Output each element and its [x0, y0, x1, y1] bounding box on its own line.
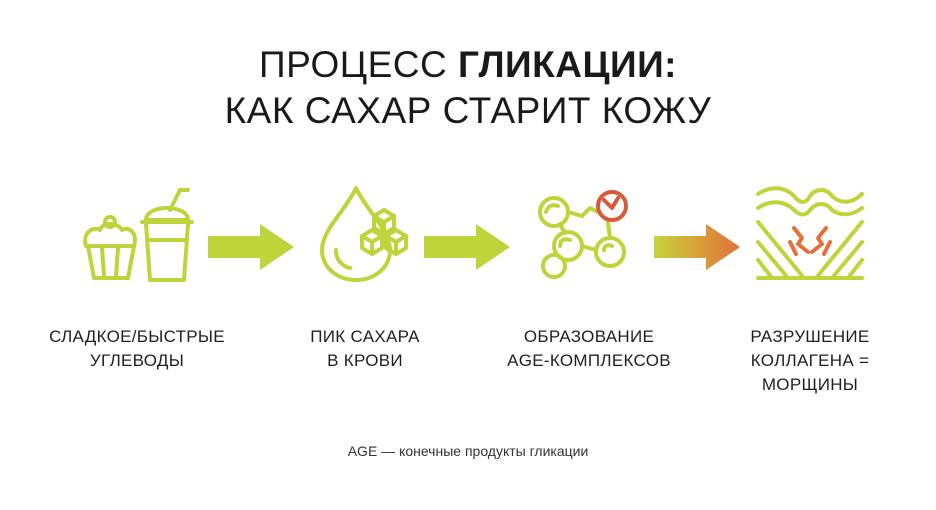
step-label-sweets: СЛАДКОЕ/БЫСТРЫЕ УГЛЕВОДЫ — [22, 325, 252, 373]
step-4-line-3: МОРЩИНЫ — [761, 375, 859, 394]
footnote: AGE — конечные продукты гликации — [347, 443, 589, 459]
title-line-2: КАК САХАР СТАРИТ КОЖУ — [224, 90, 712, 131]
step-3-line-2: AGE-КОМПЛЕКСОВ — [507, 351, 671, 370]
arrow-1-icon — [208, 224, 294, 270]
title-line-1: ПРОЦЕСС ГЛИКАЦИИ: — [0, 42, 936, 88]
title-normal-part: ПРОЦЕСС — [259, 44, 459, 85]
step-2-line-2: В КРОВИ — [327, 351, 403, 370]
arrow-3-icon — [654, 224, 740, 270]
age-molecule-icon — [538, 190, 628, 279]
step-1-line-2: УГЛЕВОДЫ — [89, 351, 185, 370]
step-1-line-1: СЛАДКОЕ/БЫСТРЫЕ — [49, 327, 225, 346]
diagram-title: ПРОЦЕСС ГЛИКАЦИИ: КАК САХАР СТАРИТ КОЖУ — [0, 42, 936, 134]
step-label-collagen-destruction: РАЗРУШЕНИЕ КОЛЛАГЕНА = МОРЩИНЫ — [712, 325, 908, 397]
step-label-sugar-peak: ПИК САХАРА В КРОВИ — [270, 325, 460, 373]
arrow-2-icon — [424, 224, 510, 270]
step-label-age-formation: ОБРАЗОВАНИЕ AGE-КОМПЛЕКСОВ — [484, 325, 694, 373]
step-2-line-1: ПИК САХАРА — [310, 327, 420, 346]
title-bold-part: ГЛИКАЦИИ: — [458, 44, 677, 85]
step-3-line-1: ОБРАЗОВАНИЕ — [523, 327, 655, 346]
collagen-wrinkles-icon — [756, 186, 864, 280]
blood-drop-sugar-icon — [320, 186, 408, 282]
step-4-line-2: КОЛЛАГЕНА = — [750, 351, 870, 370]
step-4-line-1: РАЗРУШЕНИЕ — [750, 327, 870, 346]
cupcake-and-drink-icon — [83, 188, 194, 282]
